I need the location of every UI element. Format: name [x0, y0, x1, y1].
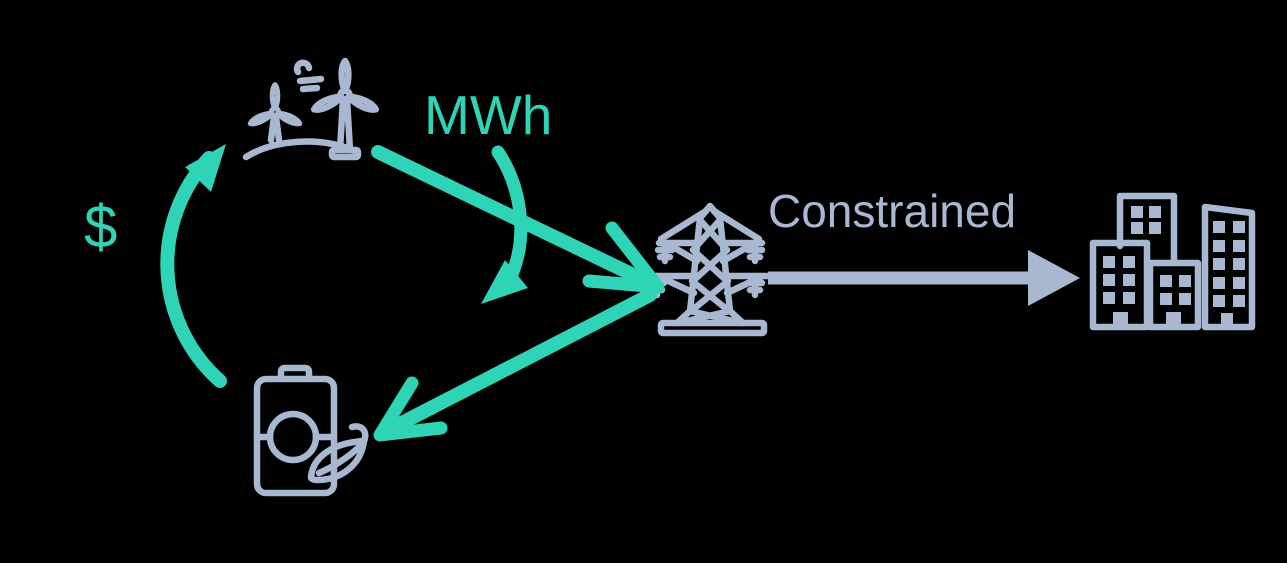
tower-peak-stays	[657, 207, 763, 243]
grid-to-battery-arrowhead	[373, 376, 448, 442]
turbine-towers	[267, 95, 354, 154]
mwh-label: MWh	[424, 84, 553, 146]
money-cycle-arrowhead	[185, 144, 226, 192]
grid-to-battery-arrow	[373, 288, 657, 442]
leaf-icon	[307, 423, 369, 484]
wind-swirl-icon	[293, 59, 325, 93]
building-outlines	[1089, 192, 1256, 331]
generation-to-grid-arrowhead	[582, 221, 665, 294]
city-buildings-icon	[1089, 192, 1256, 331]
battery-with-leaf-icon	[253, 364, 369, 497]
money-cycle-arrow	[160, 144, 227, 388]
constrained-export-arrow	[768, 250, 1080, 306]
building-doors	[1113, 312, 1233, 327]
wind-turbines-icon	[242, 57, 380, 161]
curtailed-energy-arrowhead	[481, 260, 528, 304]
curtailed-energy-arrow	[481, 145, 528, 304]
tower-arm-braces	[656, 240, 765, 297]
turbine-base	[328, 146, 362, 161]
constrained-label: Constrained	[768, 185, 1017, 237]
tower-base-plate	[657, 319, 768, 337]
transmission-tower-icon	[646, 202, 774, 337]
turbine-rotor-front	[310, 57, 380, 113]
tower-lattice	[674, 216, 746, 327]
dollar-label: $	[84, 193, 118, 260]
building-windows	[1103, 206, 1245, 307]
tower-crossarms	[647, 239, 774, 280]
battery-dial	[266, 410, 320, 464]
turbine-rotor-back	[247, 82, 303, 127]
battery-terminal	[277, 364, 313, 383]
constrained-export-arrowhead	[1028, 250, 1080, 306]
